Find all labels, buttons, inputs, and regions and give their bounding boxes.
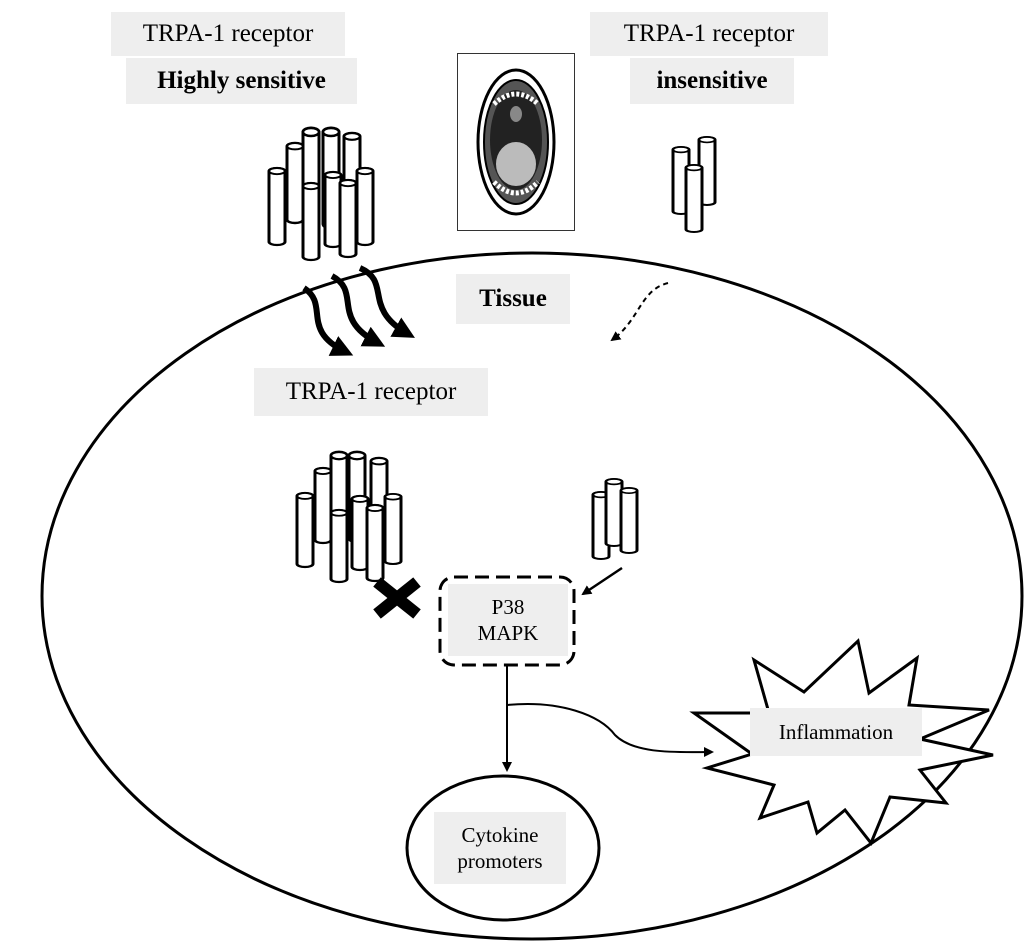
- receptor-cluster-inner-left: [295, 450, 403, 584]
- promoters-label: promoters: [457, 849, 543, 873]
- mapk-label: MAPK: [477, 621, 539, 645]
- p38-label: P38: [491, 594, 525, 619]
- top-right-receptor-label: TRPA-1 receptor: [590, 12, 828, 56]
- insensitive-label: insensitive: [630, 58, 794, 104]
- cytokine-label: Cytokine: [461, 822, 539, 847]
- top-left-receptor-label: TRPA-1 receptor: [111, 12, 345, 56]
- receptor-cluster-inner-right: [591, 477, 639, 561]
- mouth-icon: [476, 68, 556, 216]
- block-x-icon: [373, 577, 421, 619]
- inflammation-arrow: [506, 703, 714, 758]
- weak-signal-arrow: [610, 282, 669, 342]
- receptor-cluster-top-right: [671, 135, 717, 234]
- activation-arrow: [581, 566, 623, 596]
- p38-mapk-label: P38 MAPK: [448, 584, 568, 656]
- strong-signal-arrows: [302, 265, 415, 356]
- inflammation-label: Inflammation: [750, 708, 922, 756]
- highly-sensitive-label: Highly sensitive: [126, 58, 357, 104]
- receptor-cluster-top-left: [267, 126, 375, 262]
- tissue-label: Tissue: [456, 274, 570, 324]
- tissue-cell: [40, 251, 1024, 941]
- inner-receptor-label: TRPA-1 receptor: [254, 368, 488, 416]
- open-mouth-image: [457, 53, 575, 231]
- cytokine-promoters-label: Cytokine promoters: [434, 812, 566, 884]
